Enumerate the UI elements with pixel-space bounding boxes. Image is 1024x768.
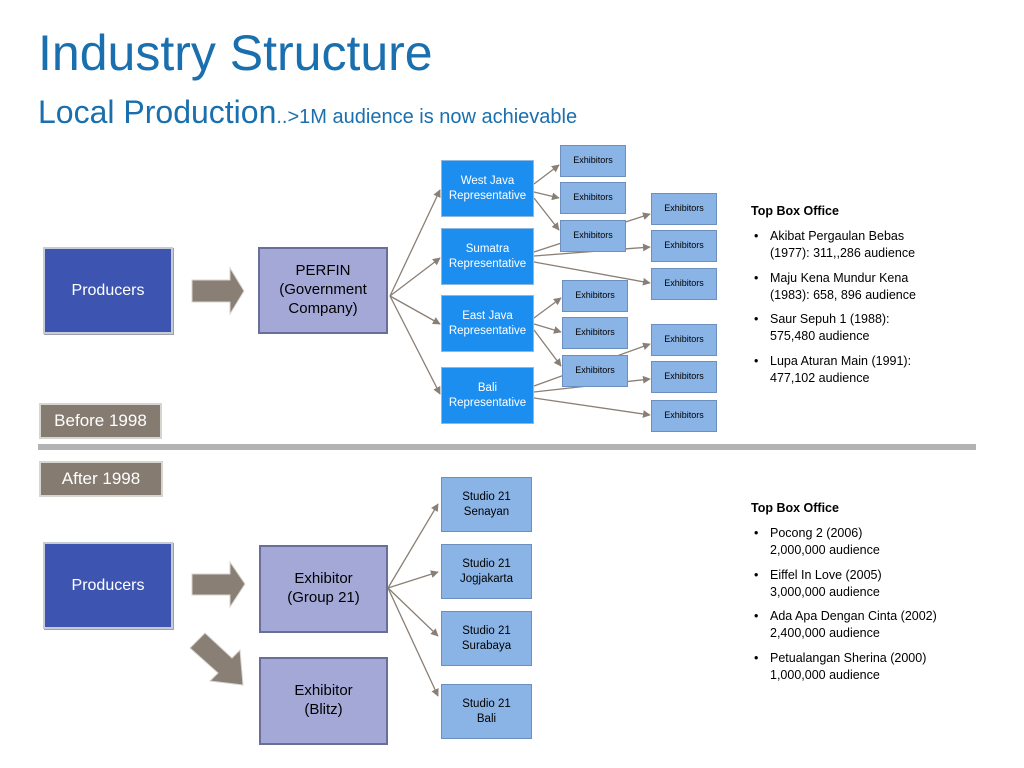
perfin-box: PERFIN (Government Company) (258, 247, 388, 334)
exhibitor-box: Exhibitors (651, 324, 717, 356)
exhibitor-box: Exhibitors (651, 361, 717, 393)
producers-box-after: Producers (43, 542, 173, 629)
connector-group21-surabaya (387, 587, 439, 637)
connector-group21-senayan (387, 503, 439, 589)
block-arrow-producers-perfin (191, 266, 245, 316)
rep-west-java: West Java Representative (441, 160, 534, 217)
box-office-item: Lupa Aturan Main (1991): 477,102 audienc… (751, 353, 1001, 387)
block-arrow-producers-blitz (189, 632, 244, 686)
section-divider (38, 444, 976, 450)
box-office-after: Top Box Office Pocong 2 (2006) 2,000,000… (751, 500, 1001, 692)
page-subtitle: Local Production..>1M audience is now ac… (38, 94, 577, 131)
exhibitor-box: Exhibitors (560, 145, 626, 177)
exhibitor-box: Exhibitors (562, 355, 628, 387)
connector-perfin-sumatra (389, 257, 441, 297)
connector-perfin-eastjava (389, 295, 441, 325)
exhibitor-box: Exhibitors (560, 220, 626, 252)
studio-21-jogjakarta: Studio 21 Jogjakarta (441, 544, 532, 599)
producers-box-before: Producers (43, 247, 173, 334)
box-office-list: Akibat Pergaulan Bebas (1977): 311,,286 … (751, 228, 1001, 387)
box-office-item: Maju Kena Mundur Kena (1983): 658, 896 a… (751, 270, 1001, 304)
exhibitor-box: Exhibitors (651, 268, 717, 300)
subtitle-small: ..>1M audience is now achievable (276, 106, 578, 128)
studio-21-bali: Studio 21 Bali (441, 684, 532, 739)
box-office-list: Pocong 2 (2006) 2,000,000 audience Eiffe… (751, 525, 1001, 684)
studio-21-senayan: Studio 21 Senayan (441, 477, 532, 532)
page-title: Industry Structure (38, 25, 433, 81)
studio-21-surabaya: Studio 21 Surabaya (441, 611, 532, 666)
subtitle-main: Local Production (38, 94, 277, 130)
box-office-item: Ada Apa Dengan Cinta (2002) 2,400,000 au… (751, 608, 1001, 642)
exhibitor-box: Exhibitors (651, 400, 717, 432)
connector-perfin-westjava (389, 189, 441, 297)
exhibitor-box: Exhibitors (651, 230, 717, 262)
connector-group21-bali (387, 587, 439, 697)
box-office-item: Eiffel In Love (2005) 3,000,000 audience (751, 567, 1001, 601)
rep-sumatra: Sumatra Representative (441, 228, 534, 285)
connector-eastjava-exh9 (533, 329, 562, 367)
exhibitor-blitz-box: Exhibitor (Blitz) (259, 657, 388, 745)
box-office-item: Pocong 2 (2006) 2,000,000 audience (751, 525, 1001, 559)
rep-bali: Bali Representative (441, 367, 534, 424)
box-office-before: Top Box Office Akibat Pergaulan Bebas (1… (751, 203, 1001, 395)
connector-eastjava-exh7 (533, 297, 562, 319)
connector-eastjava-exh8 (533, 323, 562, 334)
connector-westjava-exh1 (533, 164, 560, 185)
box-office-item: Saur Sepuh 1 (1988): 575,480 audience (751, 311, 1001, 345)
box-office-item: Akibat Pergaulan Bebas (1977): 311,,286 … (751, 228, 1001, 262)
connector-group21-jogjakarta (387, 570, 439, 589)
exhibitor-box: Exhibitors (651, 193, 717, 225)
exhibitor-group21-box: Exhibitor (Group 21) (259, 545, 388, 633)
rep-east-java: East Java Representative (441, 295, 534, 352)
connector-perfin-bali (389, 295, 441, 395)
era-label-after: After 1998 (39, 461, 163, 497)
connector-bali-exh12 (533, 397, 651, 418)
connector-westjava-exh3 (533, 197, 560, 231)
era-label-before: Before 1998 (39, 403, 162, 439)
box-office-heading: Top Box Office (751, 501, 839, 515)
box-office-item: Petualangan Sherina (2000) 1,000,000 aud… (751, 650, 1001, 684)
box-office-heading: Top Box Office (751, 204, 839, 218)
exhibitor-box: Exhibitors (562, 280, 628, 312)
exhibitor-box: Exhibitors (562, 317, 628, 349)
block-arrow-producers-group21 (191, 560, 246, 609)
connector-westjava-exh2 (533, 191, 560, 201)
exhibitor-box: Exhibitors (560, 182, 626, 214)
